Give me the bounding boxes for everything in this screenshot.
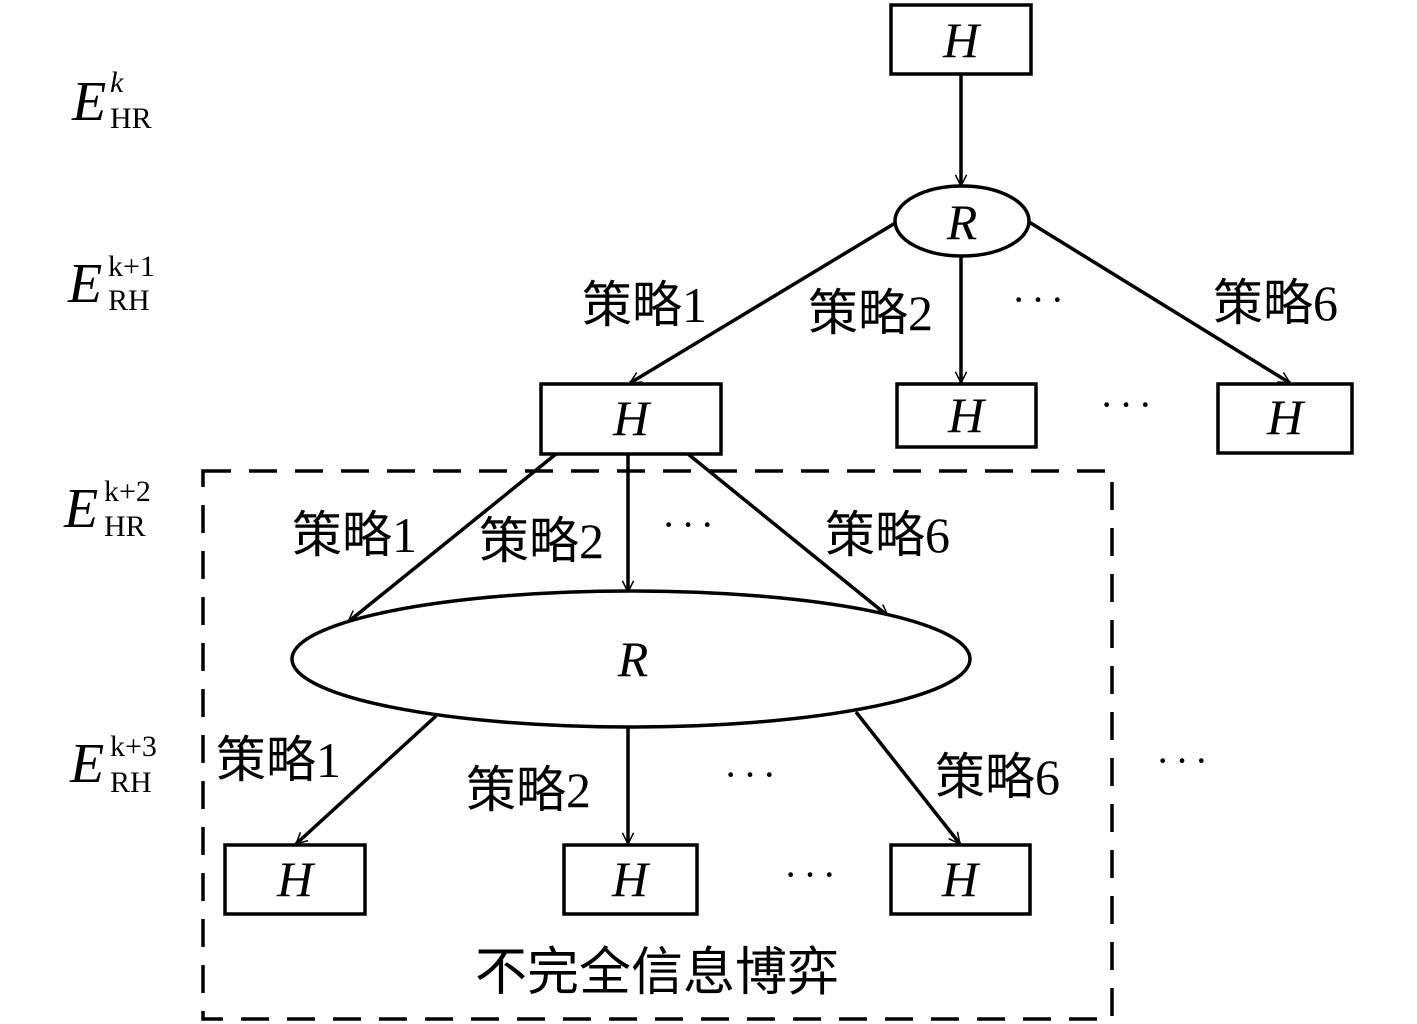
node-root-label: H bbox=[942, 12, 982, 68]
level-3-subscript: HR bbox=[104, 510, 146, 543]
level-4-superscript: k+3 bbox=[110, 730, 157, 763]
node-r2-label: R bbox=[617, 631, 649, 687]
level-2-subscript: RH bbox=[108, 284, 150, 317]
level-label-3: E k+2 HR bbox=[63, 475, 151, 543]
node-h1-2-label: H bbox=[947, 387, 987, 443]
node-r1-label: R bbox=[946, 194, 978, 250]
level-1-symbol: E bbox=[71, 71, 106, 133]
level-2-symbol: E bbox=[67, 253, 102, 315]
edge-label-r1-strategy6: 策略6 bbox=[1213, 275, 1338, 331]
edge-r2-strategy6 bbox=[854, 710, 962, 844]
node-r2: R bbox=[290, 589, 972, 729]
edge-label-r2-strategy2: 策略2 bbox=[466, 762, 591, 818]
incomplete-info-boundary bbox=[201, 469, 1114, 1021]
node-h1-1-label: H bbox=[612, 390, 652, 446]
level-1-superscript: k bbox=[110, 66, 124, 99]
node-root-h: H bbox=[889, 3, 1033, 76]
edge-r1-strategy1 bbox=[630, 220, 898, 385]
ellipsis-level2-labels: ··· bbox=[1012, 277, 1070, 322]
edge-r2-strategy1 bbox=[296, 714, 438, 846]
node-r1: R bbox=[893, 184, 1031, 258]
ellipsis-level4-labels: ··· bbox=[724, 752, 782, 797]
edge-label-h1-strategy1: 策略1 bbox=[292, 507, 417, 563]
level-label-2: E k+1 RH bbox=[67, 250, 155, 317]
node-h3-6-label: H bbox=[941, 851, 981, 907]
edge-label-r2-strategy1: 策略1 bbox=[216, 732, 341, 788]
node-h1-6: H bbox=[1216, 382, 1354, 455]
level-3-superscript: k+2 bbox=[104, 475, 151, 508]
edge-label-r1-strategy2: 策略2 bbox=[808, 285, 933, 341]
node-h1-6-label: H bbox=[1266, 389, 1306, 445]
ellipsis-outside-boundary: ··· bbox=[1156, 738, 1214, 783]
edge-label-r1-strategy1: 策略1 bbox=[582, 277, 707, 333]
edge-h1-strategy1 bbox=[348, 452, 558, 624]
node-h3-1: H bbox=[223, 843, 367, 916]
node-h1-1: H bbox=[539, 382, 723, 456]
level-1-subscript: HR bbox=[110, 102, 152, 135]
edge-r1-strategy6 bbox=[1028, 220, 1290, 385]
level-label-1: E k HR bbox=[71, 66, 152, 135]
edge-label-h1-strategy2: 策略2 bbox=[479, 513, 604, 569]
node-h3-6: H bbox=[889, 843, 1032, 916]
level-4-subscript: RH bbox=[110, 766, 152, 799]
node-h1-2: H bbox=[895, 382, 1038, 449]
edge-h1-strategy6 bbox=[686, 452, 888, 618]
incomplete-info-game-caption: 不完全信息博弈 bbox=[475, 943, 839, 1003]
edge-label-r2-strategy6: 策略6 bbox=[935, 749, 1060, 805]
edge-label-h1-strategy6: 策略6 bbox=[825, 507, 950, 563]
ellipsis-level3-labels: ··· bbox=[662, 502, 720, 547]
node-h3-1-label: H bbox=[276, 851, 316, 907]
ellipsis-level4-nodes: ··· bbox=[784, 852, 842, 897]
level-4-symbol: E bbox=[69, 733, 104, 795]
node-h3-2: H bbox=[562, 843, 699, 916]
level-label-4: E k+3 RH bbox=[69, 730, 157, 799]
node-h3-2-label: H bbox=[611, 851, 651, 907]
ellipsis-level2-nodes: ··· bbox=[1100, 382, 1158, 427]
level-3-symbol: E bbox=[63, 478, 98, 540]
level-2-superscript: k+1 bbox=[108, 250, 155, 283]
